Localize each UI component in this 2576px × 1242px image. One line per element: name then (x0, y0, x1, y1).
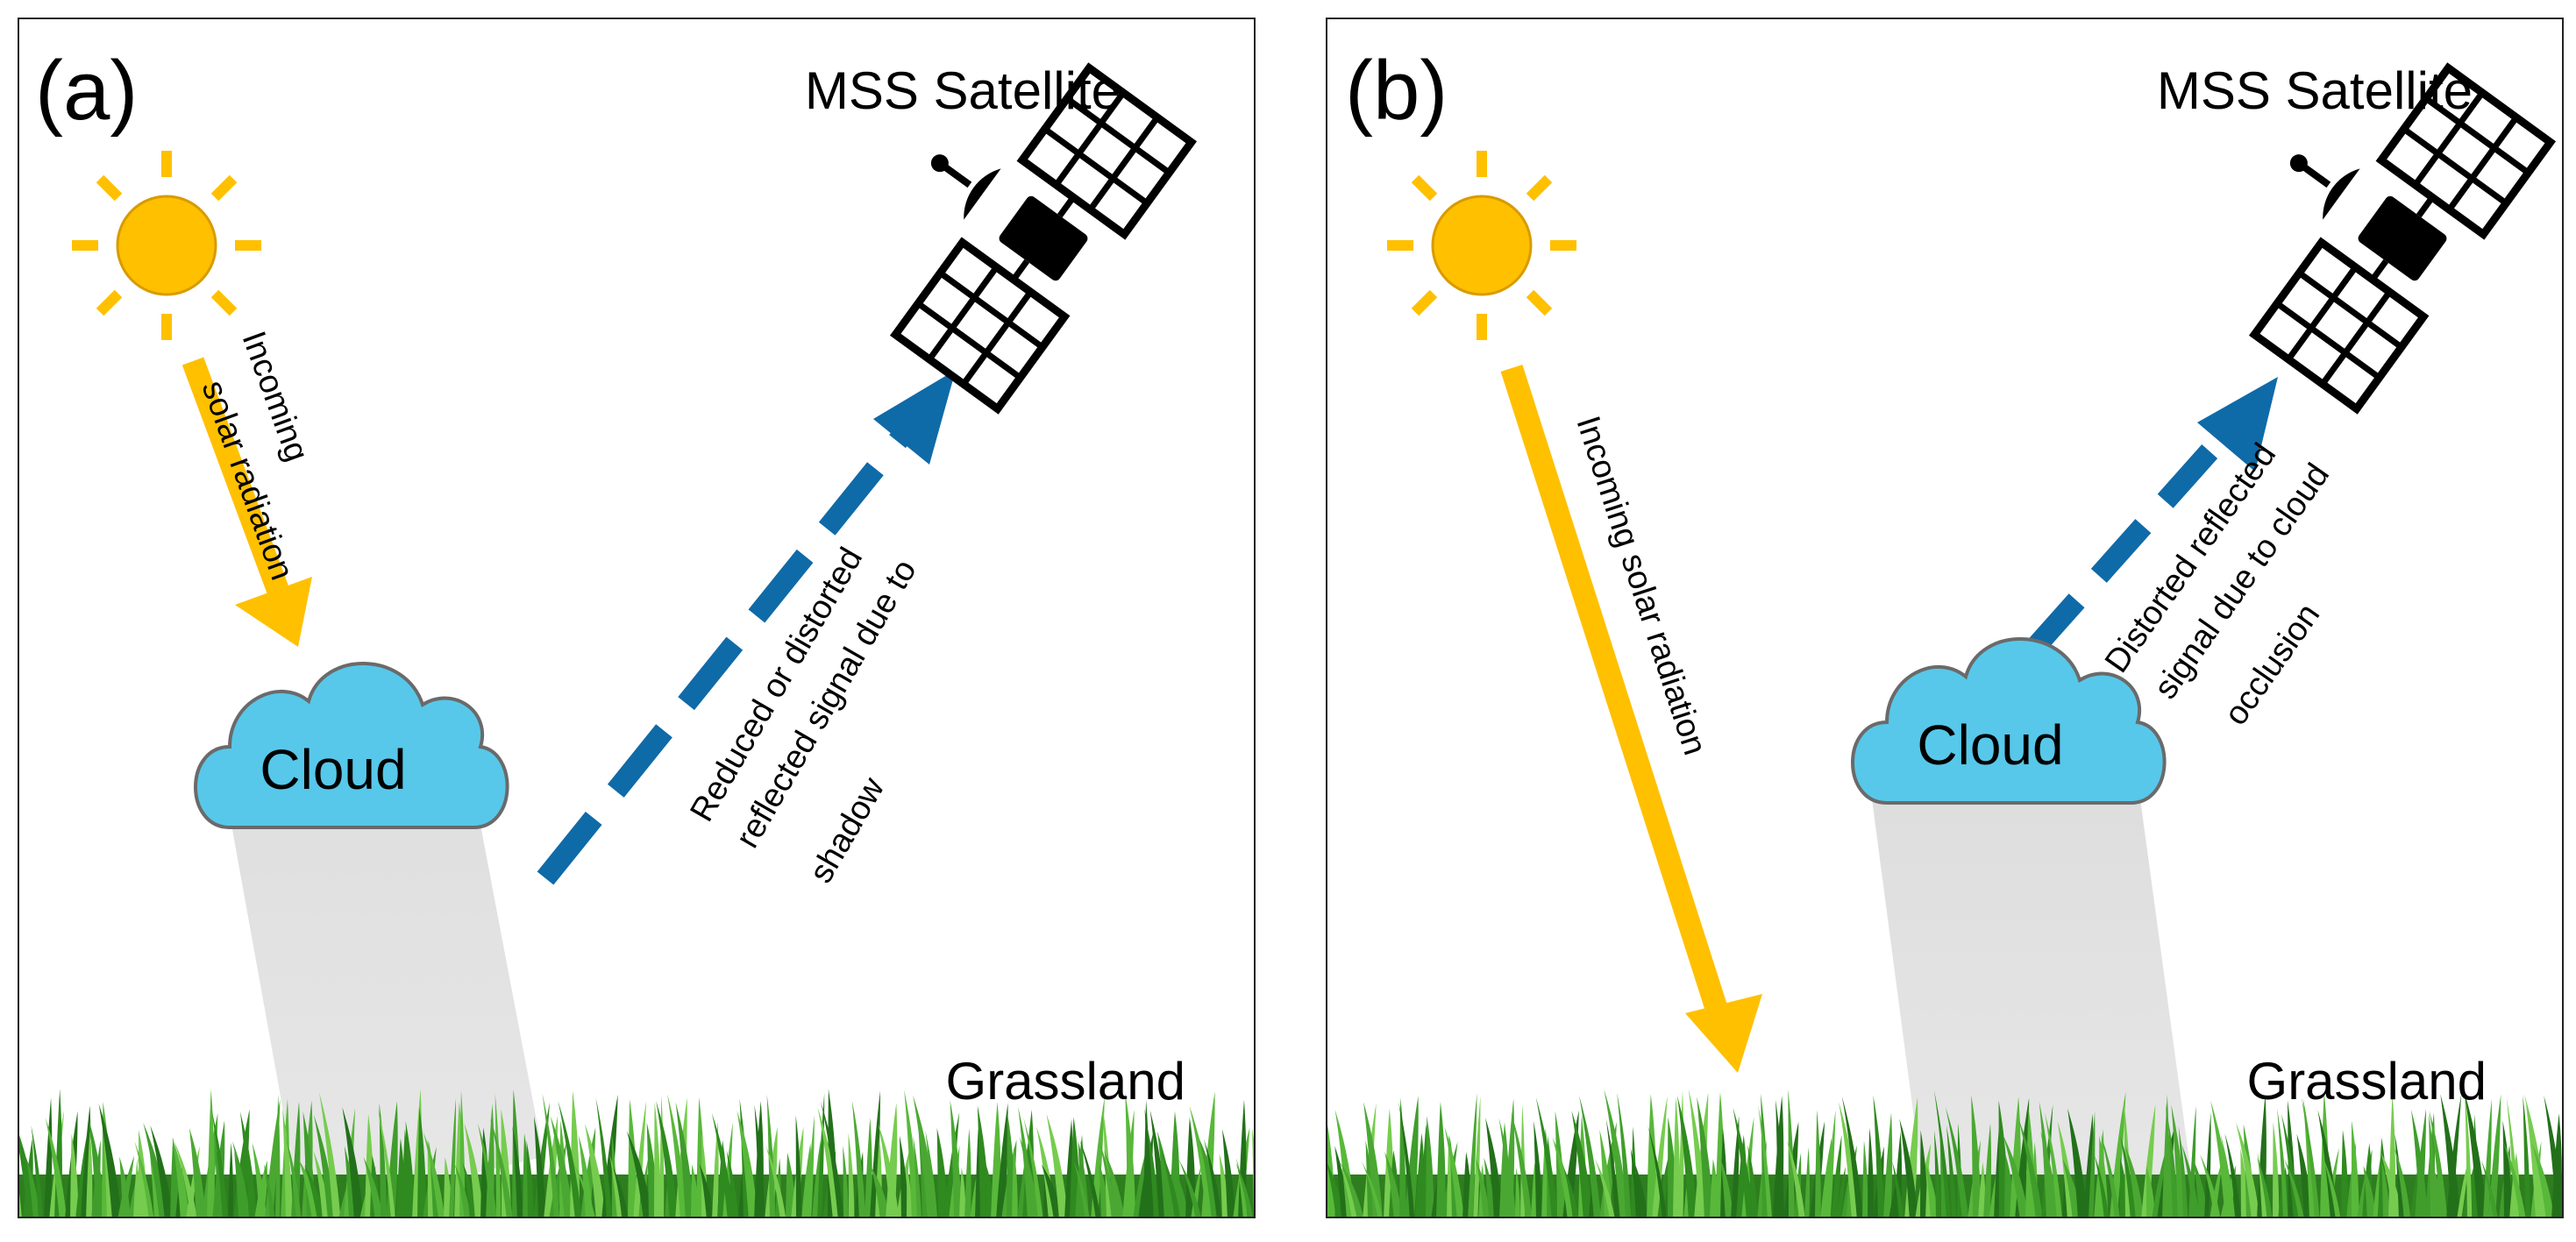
panel-label-a: (a) (35, 44, 138, 138)
grass-illustration (18, 1089, 1256, 1218)
incoming-solar-arrow (1500, 365, 1762, 1073)
panel-label-b: (b) (1345, 44, 1448, 138)
incoming-solar-arrow (181, 357, 312, 647)
cloud-label: Cloud (260, 738, 406, 801)
cloud-shadow (230, 733, 544, 1213)
ground-label: Grassland (946, 1052, 1185, 1111)
sun-icon (72, 151, 261, 340)
panel-b: Incoming solar radiation Distorted refle… (1326, 18, 2564, 1218)
satellite-label: MSS Satellite (805, 61, 1121, 120)
ground-label: Grassland (2247, 1052, 2487, 1111)
cloud-shadow (1871, 792, 2197, 1218)
panel-a: Incoming solar radiation Cloud Reduced o… (18, 18, 1256, 1218)
cloud-icon (194, 662, 509, 829)
sun-icon (1387, 151, 1576, 340)
grass-illustration (1326, 1089, 2564, 1218)
reflected-signal-arrow (2025, 377, 2278, 657)
reflected-signal-arrow (537, 370, 956, 885)
cloud-label: Cloud (1917, 713, 2063, 777)
cloud-icon (1851, 637, 2167, 805)
satellite-label: MSS Satellite (2157, 61, 2473, 120)
satellite-icon (889, 62, 1198, 415)
satellite-icon (2248, 62, 2557, 415)
